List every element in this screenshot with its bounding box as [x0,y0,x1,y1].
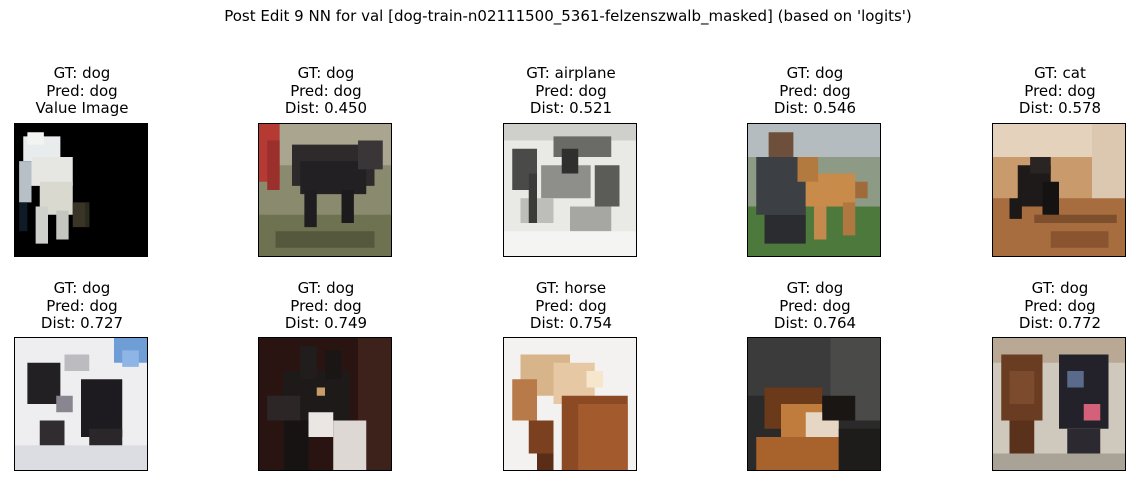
thumbnail-image [258,123,392,257]
info-label: Dist: 0.727 [40,314,124,332]
prediction-label: Pred: dog [1024,296,1096,315]
info-label: Dist: 0.546 [773,99,857,117]
prediction-label: Pred: dog [46,296,118,315]
two-dogs-image [993,338,1125,470]
prediction-label: Pred: dog [779,296,851,315]
info-label: Dist: 0.772 [1018,314,1102,332]
ground-truth-label: GT: dog [53,279,111,297]
panel-caption: GT: dog Pred: dog Dist: 0.749 [226,279,426,333]
pony-head-image [504,338,636,470]
prediction-label: Pred: dog [46,81,118,100]
man-with-dog-image [748,124,880,256]
prediction-label: Pred: dog [1024,81,1096,100]
prediction-label: Pred: dog [535,81,607,100]
panel-caption: GT: dog Pred: dog Value Image [0,64,182,118]
thumbnail-image [503,123,637,257]
ground-truth-label: GT: dog [297,279,355,297]
info-label: Dist: 0.450 [284,99,368,117]
info-label: Dist: 0.521 [529,99,613,117]
ground-truth-label: GT: dog [786,64,844,82]
info-label: Dist: 0.578 [1018,99,1102,117]
panel-caption: GT: cat Pred: dog Dist: 0.578 [960,64,1136,118]
dark-dog-profile-image [259,338,391,470]
ground-truth-label: GT: airplane [526,64,616,82]
black-dog-grass-image [259,124,391,256]
thumbnail-image [747,123,881,257]
prediction-label: Pred: dog [290,296,362,315]
prediction-label: Pred: dog [535,296,607,315]
info-label: Dist: 0.749 [284,314,368,332]
panel-caption: GT: airplane Pred: dog Dist: 0.521 [471,64,671,118]
ground-truth-label: GT: cat [1034,64,1086,82]
panel-caption: GT: dog Pred: dog Dist: 0.772 [960,279,1136,333]
thumbnail-image [14,123,148,257]
panel-caption: GT: horse Pred: dog Dist: 0.754 [471,279,671,333]
panel-caption: GT: dog Pred: dog Dist: 0.764 [715,279,915,333]
thumbnail-image [258,337,392,471]
masked-dog-image [15,124,147,256]
ground-truth-label: GT: dog [1031,279,1089,297]
info-label: Dist: 0.764 [773,314,857,332]
thumbnail-image [747,337,881,471]
thumbnail-image [14,337,148,471]
info-label: Value Image [35,99,129,117]
prediction-label: Pred: dog [290,81,362,100]
ground-truth-label: GT: dog [297,64,355,82]
black-cat-floor-image [993,124,1125,256]
ground-truth-label: GT: dog [786,279,844,297]
info-label: Dist: 0.754 [529,314,613,332]
thumbnail-image [992,123,1126,257]
panel-caption: GT: dog Pred: dog Dist: 0.546 [715,64,915,118]
grey-sketch-image [504,124,636,256]
panel-caption: GT: dog Pred: dog Dist: 0.450 [226,64,426,118]
ground-truth-label: GT: horse [535,279,607,297]
prediction-label: Pred: dog [779,81,851,100]
thumbnail-image [992,337,1126,471]
dog-dark-bg-image [748,338,880,470]
spotted-dog-snow-image [15,338,147,470]
figure-title: Post Edit 9 NN for val [dog-train-n02111… [224,7,912,25]
panel-caption: GT: dog Pred: dog Dist: 0.727 [0,279,182,333]
thumbnail-image [503,337,637,471]
ground-truth-label: GT: dog [53,64,111,82]
